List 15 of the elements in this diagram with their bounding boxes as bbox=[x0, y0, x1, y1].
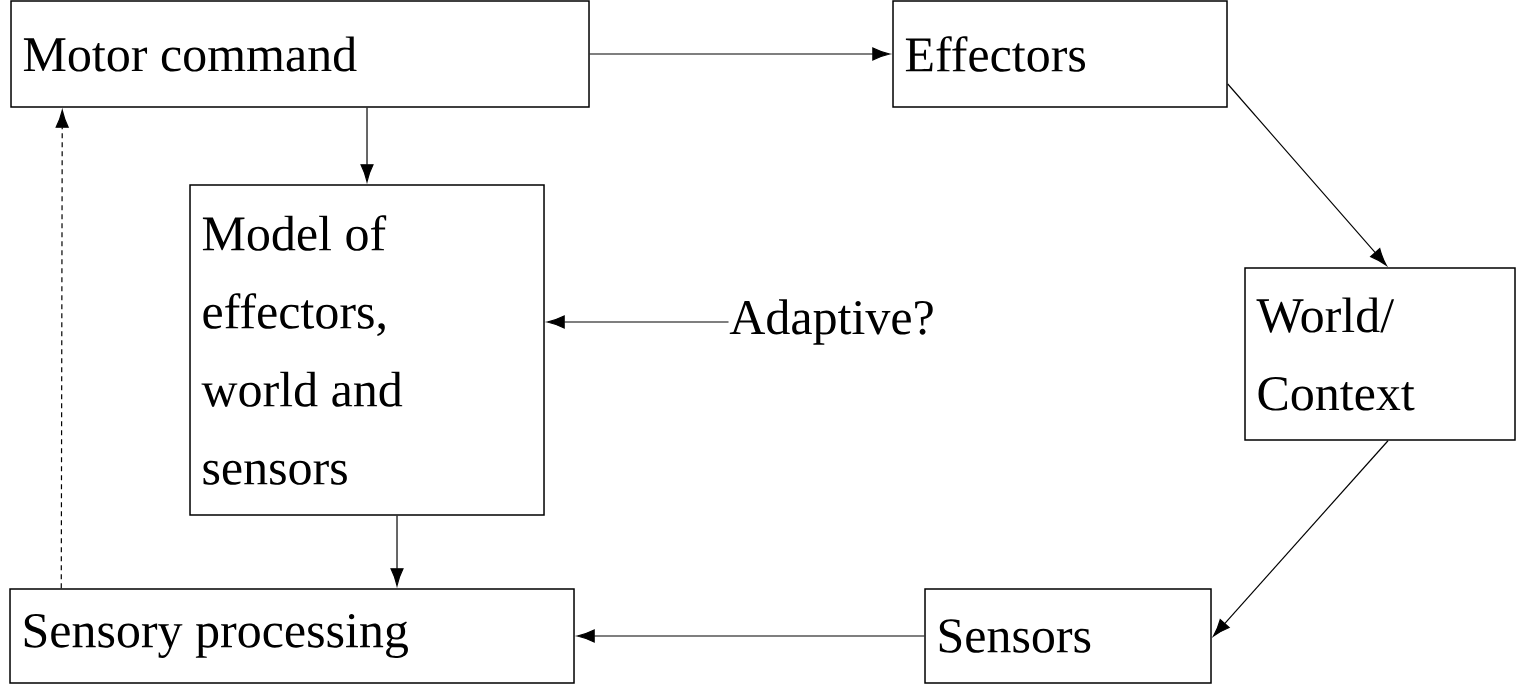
process-box: Sensory processing bbox=[9, 588, 575, 684]
process-box: Model of effectors, world and sensors bbox=[189, 184, 545, 516]
process-box: World/ Context bbox=[1244, 267, 1516, 441]
arrow bbox=[1212, 440, 1389, 637]
input-label: Adaptive? bbox=[729, 299, 933, 345]
arrow bbox=[546, 315, 730, 329]
arrow bbox=[360, 107, 374, 183]
arrow bbox=[390, 515, 404, 587]
arrow bbox=[589, 47, 891, 61]
arrow bbox=[1227, 83, 1387, 266]
process-box: Motor command bbox=[10, 0, 590, 108]
process-box: Effectors bbox=[892, 0, 1228, 108]
arrow bbox=[55, 109, 69, 589]
process-box: Sensors bbox=[924, 588, 1212, 684]
arrow bbox=[576, 629, 925, 643]
